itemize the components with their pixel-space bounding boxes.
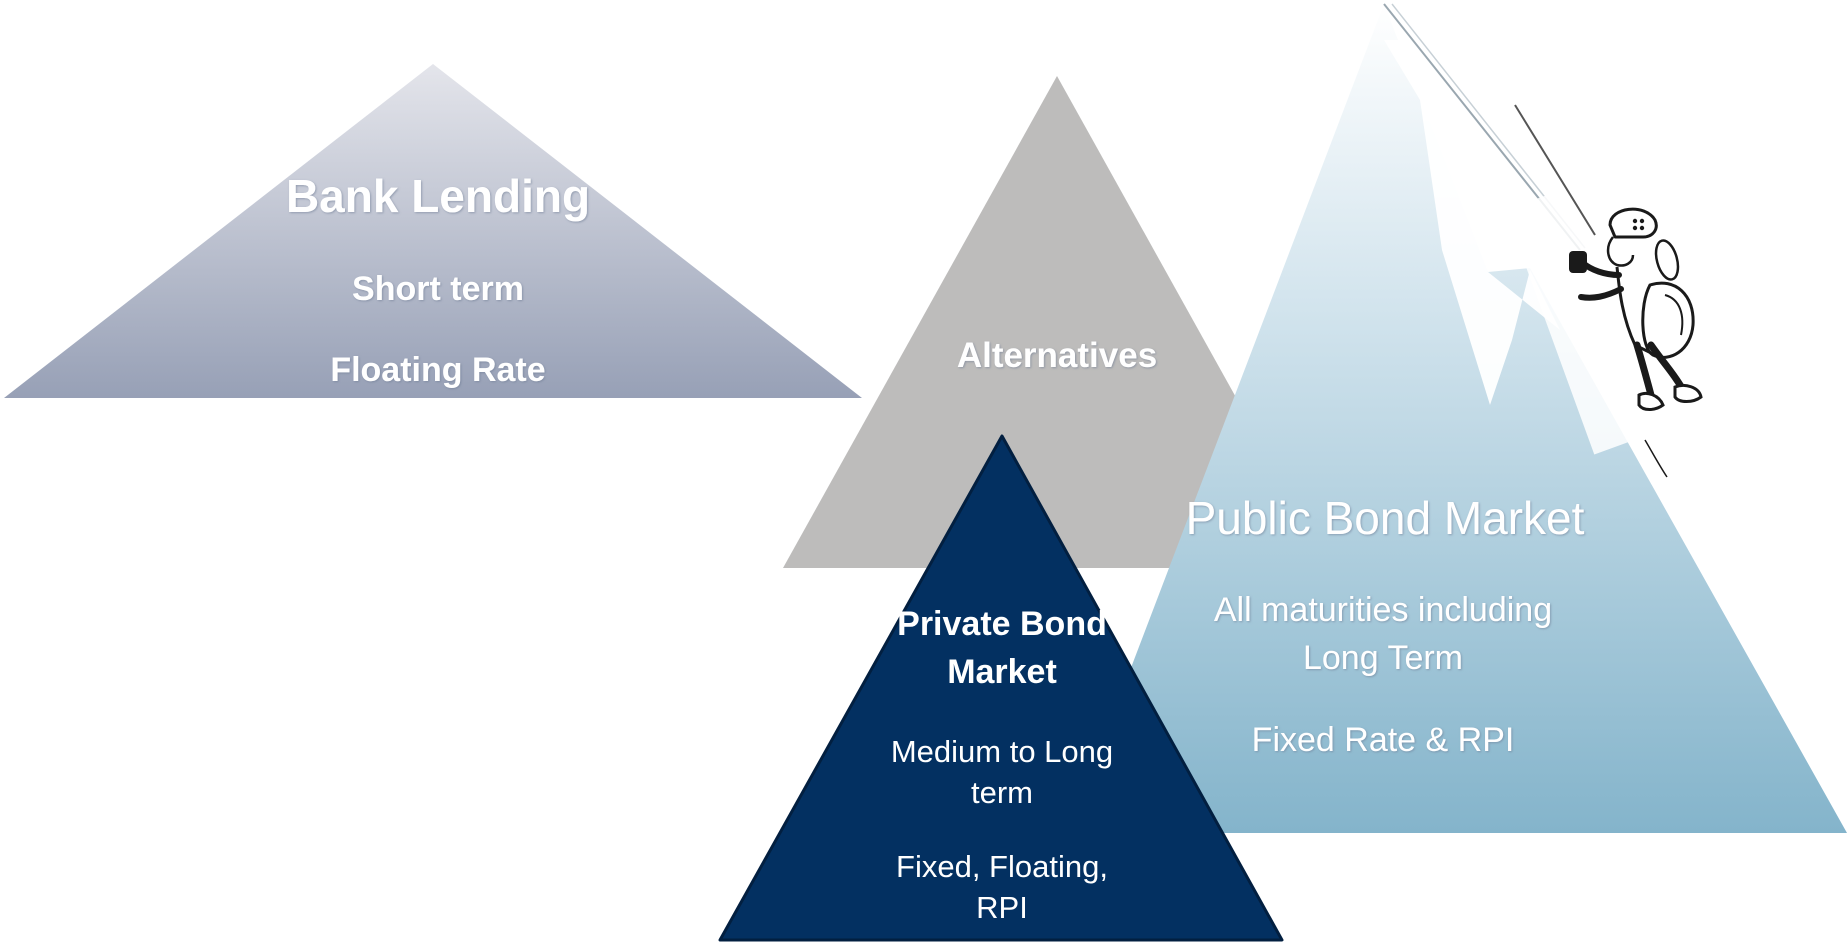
- private-bond-market-title-line2: Market: [947, 653, 1057, 691]
- private-bond-market-rate-line2: RPI: [976, 890, 1028, 925]
- private-bond-market-term-line1: Medium to Long: [891, 734, 1113, 769]
- private-bond-market-shape: [718, 434, 1284, 942]
- mountain-crevice: [1384, 40, 1560, 405]
- public-bond-market-shape: [1068, 3, 1847, 833]
- public-bond-market-maturities-line2: Long Term: [1303, 639, 1463, 677]
- alternatives-title: Alternatives: [957, 336, 1157, 375]
- public-bond-market-maturities-line1: All maturities including: [1214, 591, 1552, 629]
- private-bond-market-rate-line1: Fixed, Floating,: [896, 849, 1108, 884]
- private-bond-market-term-line2: term: [971, 775, 1033, 810]
- public-bond-market-rate: Fixed Rate & RPI: [1252, 721, 1515, 759]
- private-bond-market-title-line1: Private Bond: [897, 605, 1107, 643]
- bank-lending-rate: Floating Rate: [330, 351, 545, 389]
- bank-lending-term: Short term: [352, 270, 524, 308]
- mountain-climber-icon: [1505, 104, 1745, 478]
- bank-lending-title: Bank Lending: [286, 170, 590, 222]
- public-bond-market-title: Public Bond Market: [1186, 492, 1585, 544]
- bank-lending-shape: [4, 64, 862, 398]
- alternatives-shape: [783, 76, 1331, 568]
